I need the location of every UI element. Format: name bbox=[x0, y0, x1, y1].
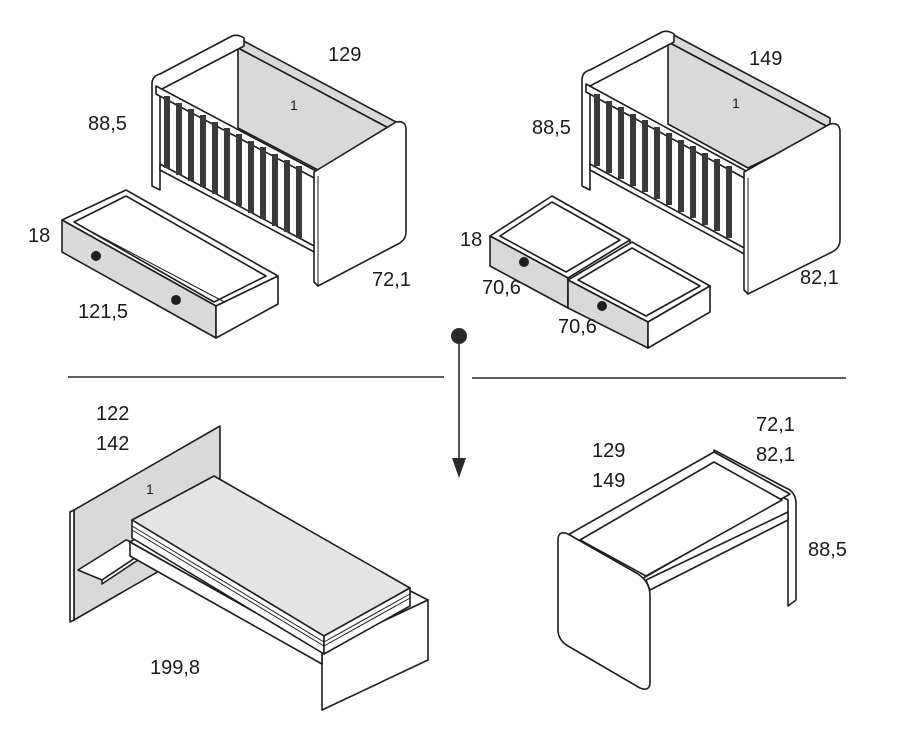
dim-head-size-b: 142 bbox=[96, 433, 129, 455]
dim-height: 88,5 bbox=[88, 113, 127, 135]
dim-width: 82,1 bbox=[800, 267, 839, 289]
dim-length: 129 bbox=[328, 44, 361, 66]
desk-left-end bbox=[557, 532, 651, 690]
cot-single-drawer: 1 129 88,5 72,1 18 121,5 bbox=[28, 34, 411, 339]
desk: 129 149 72,1 82,1 88,5 bbox=[557, 414, 847, 690]
cot-inner-panel bbox=[667, 41, 831, 169]
cot-panel-number: 1 bbox=[290, 97, 298, 113]
conversion-arrow bbox=[451, 328, 467, 478]
dim-drawer-length-left: 70,6 bbox=[482, 277, 521, 299]
cot-left-end bbox=[151, 34, 245, 191]
cot-left-end bbox=[581, 30, 675, 191]
dim-height: 88,5 bbox=[808, 539, 847, 561]
cot-right-end bbox=[313, 120, 407, 287]
cot-slats bbox=[594, 94, 732, 238]
dim-length-a: 129 bbox=[592, 440, 625, 462]
dim-drawer-height: 18 bbox=[460, 229, 482, 251]
dim-drawer-length-right: 70,6 bbox=[558, 316, 597, 338]
dim-head-size-a: 122 bbox=[96, 403, 129, 425]
arrow-down-icon bbox=[452, 458, 466, 478]
cot-double-drawer: 1 149 88,5 82,1 18 70,6 70,6 bbox=[460, 30, 841, 349]
bed-panel-number: 1 bbox=[146, 481, 154, 497]
dim-drawer-length: 121,5 bbox=[78, 301, 128, 323]
drawer-knob-icon bbox=[519, 257, 529, 267]
cot-right-end bbox=[743, 122, 841, 295]
arrow-start-dot-icon bbox=[451, 328, 467, 344]
drawer-knob-icon bbox=[91, 251, 101, 261]
dim-length: 149 bbox=[749, 48, 782, 70]
drawer-knob-icon bbox=[597, 301, 607, 311]
drawer-knob-icon bbox=[171, 295, 181, 305]
dim-length-b: 149 bbox=[592, 470, 625, 492]
dim-length: 199,8 bbox=[150, 657, 200, 679]
dim-depth-b: 82,1 bbox=[756, 444, 795, 466]
cot-slats bbox=[164, 96, 302, 238]
dim-height: 88,5 bbox=[532, 117, 571, 139]
dim-depth-a: 72,1 bbox=[756, 414, 795, 436]
cot-drawer-right bbox=[567, 241, 711, 349]
bed-footboard bbox=[321, 599, 429, 711]
bed: 1 199,8 122 142 bbox=[69, 403, 429, 711]
cot-drawer bbox=[61, 189, 279, 339]
dim-drawer-height: 18 bbox=[28, 225, 50, 247]
dim-width: 72,1 bbox=[372, 269, 411, 291]
cot-panel-number: 1 bbox=[732, 95, 740, 111]
